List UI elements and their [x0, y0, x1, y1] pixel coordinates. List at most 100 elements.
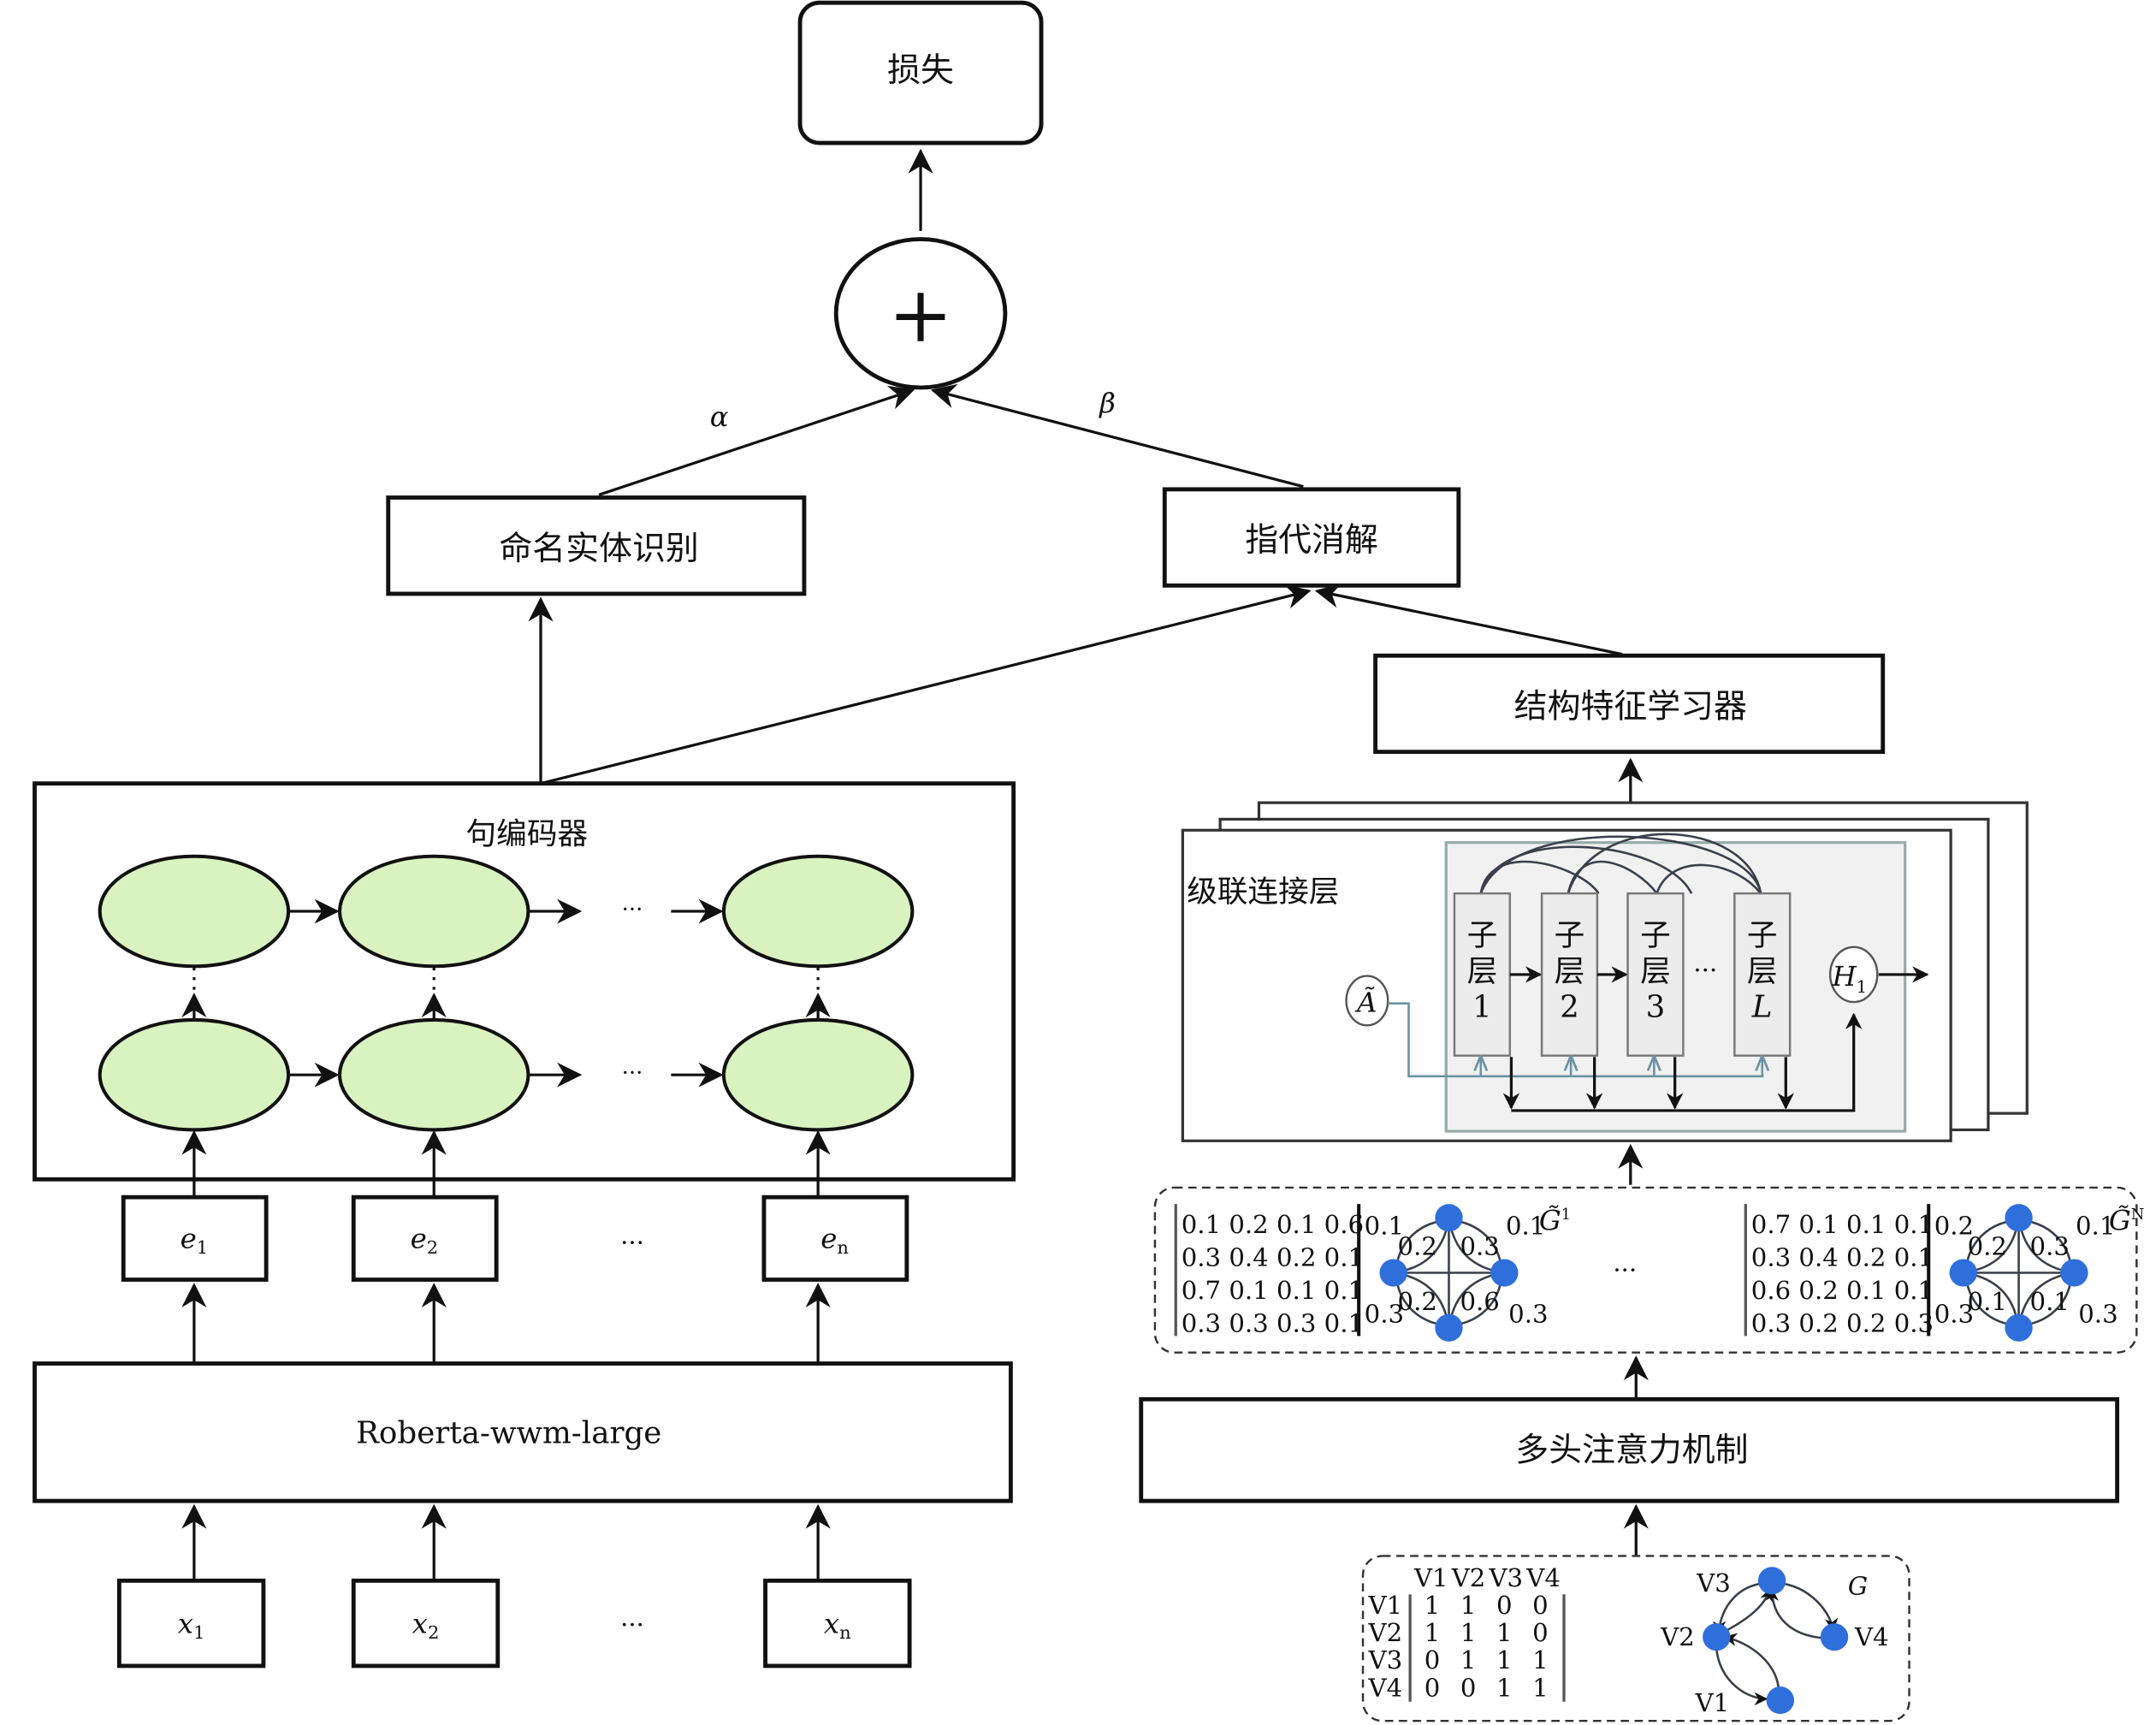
structure-learner-box: 结构特征学习器 — [1373, 653, 1886, 755]
embedding-ellipsis: ··· — [620, 1228, 644, 1257]
matrix-row: 0.6 0.2 0.1 0.1 — [1751, 1276, 1934, 1305]
edge-weight: 0.3 — [2030, 1232, 2070, 1261]
matrix-row: 0.3 0.3 0.3 0.1 — [1182, 1309, 1364, 1338]
ner-label: 命名实体识别 — [499, 530, 698, 568]
input-token-box: xn — [763, 1578, 912, 1669]
attention-graphs: 0.1 0.2 0.1 0.60.3 0.4 0.2 0.10.7 0.1 0.… — [1153, 1186, 2144, 1354]
combine-node: + — [833, 237, 1008, 390]
matrix-cell: 1 — [1460, 1591, 1477, 1620]
coref-box: 指代消解 — [1162, 487, 1461, 588]
beta-weight: β — [1098, 387, 1116, 419]
edge-weight: 0.2 — [1968, 1232, 2007, 1261]
multihead-label: 多头注意力机制 — [1515, 1432, 1748, 1470]
arrow-coref-to-combine — [930, 383, 1304, 489]
sublayer-box: 子层3 — [1626, 892, 1685, 1057]
sublayer-label: 层 — [1640, 954, 1671, 989]
matrix-cell: 0 — [1532, 1591, 1549, 1620]
sublayer-label: 3 — [1646, 990, 1666, 1025]
multihead-box: 多头注意力机制 — [1139, 1396, 2120, 1503]
encoder-ellipsis: ··· — [622, 898, 643, 923]
sublayer-label: 子 — [1747, 918, 1778, 953]
matrix-cell: 0 — [1496, 1591, 1513, 1620]
column-header: V4 — [1525, 1563, 1561, 1592]
sublayer-label: 层 — [1747, 954, 1778, 989]
matrix-cell: 1 — [1496, 1645, 1513, 1675]
ner-box: 命名实体识别 — [386, 495, 807, 596]
arrow-encoder-to-coref — [540, 584, 1312, 785]
row-header: V1 — [1368, 1591, 1403, 1620]
loss-label: 损失 — [887, 51, 954, 90]
matrix-row: 0.3 0.2 0.2 0.3 — [1751, 1309, 1934, 1338]
encoder-cell — [721, 1017, 915, 1132]
alpha-weight: α — [710, 400, 729, 433]
sublayer-box: 子层L — [1733, 892, 1792, 1057]
sublayer-box: 子层2 — [1540, 892, 1599, 1057]
edge-weight: 0.2 — [1934, 1212, 1974, 1241]
sentence-encoder-label: 句编码器 — [466, 816, 589, 851]
matrix-cell: 1 — [1496, 1618, 1513, 1647]
sublayer-label: 子 — [1640, 918, 1671, 953]
column-header: V1 — [1413, 1563, 1448, 1592]
edge-weight: 0.2 — [1398, 1287, 1437, 1316]
graph-node-v3 — [1757, 1567, 1786, 1595]
matrix-cell: 1 — [1460, 1618, 1477, 1647]
arrow-structure-to-coref — [1314, 583, 1623, 656]
matrix-cell: 1 — [1424, 1591, 1441, 1620]
graph-node — [1490, 1259, 1519, 1287]
adjacency-input-label: Ã — [1354, 986, 1377, 1018]
edge-weight: 0.1 — [1968, 1287, 2007, 1316]
edge-weight: 0.1 — [1506, 1212, 1545, 1241]
encoder-cell — [98, 1017, 291, 1132]
matrix-row: 0.3 0.4 0.2 0.1 — [1751, 1243, 1934, 1272]
cascade-label: 级联连接层 — [1187, 874, 1339, 910]
graph-node — [1435, 1204, 1463, 1232]
sublayer-label: L — [1751, 990, 1773, 1025]
edge-weight: 0.3 — [1934, 1299, 1974, 1328]
edge-weight: 0.6 — [1460, 1287, 1499, 1316]
row-header: V3 — [1368, 1645, 1403, 1675]
graph-node-label: V4 — [1854, 1622, 1889, 1651]
encoder-cell — [338, 1017, 530, 1132]
graph-node-label: V3 — [1696, 1568, 1731, 1598]
sublayer-ellipsis: ··· — [1693, 956, 1717, 985]
graph-node-v2 — [1703, 1623, 1731, 1651]
matrix-cell: 0 — [1424, 1673, 1441, 1702]
graph-node-label: V2 — [1660, 1622, 1695, 1651]
output-node — [1828, 945, 1879, 1004]
column-header: V2 — [1451, 1563, 1486, 1592]
encoder-cell — [338, 854, 530, 969]
graphs-ellipsis: ··· — [1613, 1255, 1637, 1284]
input-token-box: x1 — [116, 1578, 266, 1669]
matrix-cell: 1 — [1532, 1645, 1549, 1675]
graph-title: G — [1848, 1572, 1868, 1601]
graph-node — [1949, 1259, 1977, 1287]
encoder-cell — [721, 854, 915, 969]
loss-box: 损失 — [797, 0, 1044, 145]
embedding-box: e2 — [351, 1194, 499, 1282]
encoder-cell — [98, 854, 291, 969]
embedding-box: e1 — [121, 1194, 269, 1282]
matrix-cell: 0 — [1532, 1618, 1549, 1647]
graph-node-v4 — [1820, 1623, 1849, 1651]
structure-learner-label: 结构特征学习器 — [1514, 688, 1747, 726]
adjacency-input-node — [1345, 975, 1389, 1027]
edge-weight: 0.1 — [2076, 1212, 2115, 1241]
edge-weight: 0.3 — [1508, 1299, 1548, 1328]
row-header: V2 — [1368, 1618, 1403, 1647]
roberta-box: Roberta-wwm-large — [33, 1361, 1013, 1503]
edge-weight: 0.1 — [1365, 1212, 1404, 1241]
row-header: V4 — [1368, 1673, 1403, 1702]
graph-node — [2005, 1313, 2033, 1342]
sublayer-label: 2 — [1560, 990, 1579, 1025]
sentence-encoder: 句编码器 ······ — [33, 781, 1016, 1196]
matrix-row: 0.3 0.4 0.2 0.1 — [1182, 1243, 1364, 1272]
matrix-cell: 0 — [1460, 1673, 1477, 1702]
input-ellipsis: ··· — [620, 1609, 644, 1639]
output-node-label: H1 — [1832, 960, 1868, 997]
graph-node — [1379, 1259, 1407, 1287]
matrix-cell: 1 — [1496, 1673, 1513, 1702]
roberta-label: Roberta-wwm-large — [356, 1416, 661, 1451]
edge-weight: 0.1 — [2030, 1287, 2070, 1316]
